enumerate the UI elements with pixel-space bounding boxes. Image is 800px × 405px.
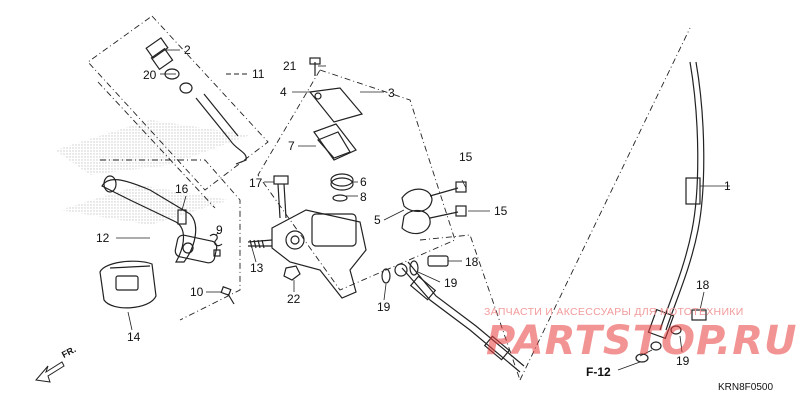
- figure-reference: F-12: [586, 365, 611, 379]
- callout-1: 1: [724, 179, 731, 193]
- callout-numbers: 1 2 3 4 5 6 7 8 9 10 11 12 13 14 15 15 1…: [96, 43, 731, 368]
- callout-15b: 15: [494, 204, 508, 218]
- reservoir-cap: [308, 87, 364, 161]
- callout-18a: 18: [465, 255, 479, 269]
- callout-12: 12: [96, 231, 110, 245]
- adjuster-bolt: [247, 239, 273, 249]
- callout-9: 9: [216, 223, 223, 237]
- brake-line: [394, 261, 525, 373]
- callout-6: 6: [360, 175, 367, 189]
- callout-7: 7: [288, 139, 295, 153]
- handlebar-clamp: [401, 181, 467, 235]
- cover-screw: [220, 286, 235, 305]
- watermark-tagline: ЗАПЧАСТИ И АКСЕССУАРЫ ДЛЯ МОТОТЕХНИКИ: [484, 306, 744, 318]
- lever-pivot-and-spring: [177, 209, 223, 257]
- brake-hose: [647, 61, 730, 340]
- switch-cover: [99, 260, 157, 309]
- background-halftone: [55, 120, 250, 225]
- callout-10: 10: [190, 285, 204, 299]
- cap-screw: [309, 57, 321, 76]
- callout-8: 8: [360, 190, 367, 204]
- callout-20: 20: [143, 68, 157, 82]
- front-arrow: [35, 361, 65, 383]
- pivot-bolt: [273, 175, 289, 219]
- boot-and-circlip: [330, 173, 354, 202]
- diagram-code: KRN8F0500: [718, 382, 774, 393]
- callout-19c: 19: [676, 354, 690, 368]
- callout-22: 22: [287, 292, 301, 306]
- callout-5: 5: [374, 213, 381, 227]
- callout-18b: 18: [696, 278, 710, 292]
- callout-15a: 15: [459, 150, 473, 164]
- callout-19b: 19: [444, 276, 458, 290]
- callout-11: 11: [252, 67, 265, 81]
- piston-set: [145, 37, 247, 165]
- callout-3: 3: [388, 86, 395, 100]
- callout-19a: 19: [377, 300, 391, 314]
- callout-13: 13: [250, 261, 264, 275]
- brake-lever: [101, 175, 218, 264]
- callout-16: 16: [175, 182, 189, 196]
- master-cylinder: [271, 209, 367, 299]
- callout-4: 4: [280, 85, 287, 99]
- watermark-brand: PARTSTOP.RU: [486, 318, 798, 364]
- leader-lines: [116, 49, 705, 371]
- callout-17: 17: [249, 176, 263, 190]
- nut: [283, 265, 301, 281]
- callout-14: 14: [127, 330, 141, 344]
- callout-21: 21: [283, 59, 297, 73]
- callout-2: 2: [184, 43, 191, 57]
